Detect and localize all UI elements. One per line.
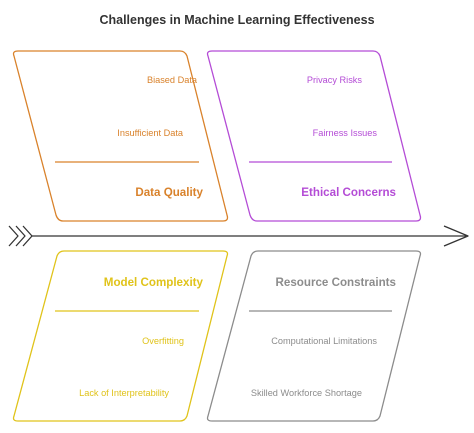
spine-tail-chevron-1	[8, 225, 19, 247]
ethical-concerns-cause-2: Fairness Issues	[313, 128, 378, 138]
diagram-title: Challenges in Machine Learning Effective…	[99, 13, 374, 27]
bone-data-quality: Biased Data Insufficient Data Data Quali…	[12, 50, 229, 222]
bone-resource-constraints: Resource Constraints Computational Limit…	[206, 250, 422, 422]
ethical-concerns-frame	[206, 50, 422, 222]
resource-constraints-label: Resource Constraints	[276, 276, 396, 289]
resource-constraints-cause-1: Computational Limitations	[271, 336, 377, 346]
data-quality-cause-2: Insufficient Data	[117, 128, 184, 138]
resource-constraints-cause-2: Skilled Workforce Shortage	[251, 388, 362, 398]
bone-model-complexity: Model Complexity Overfitting Lack of Int…	[12, 250, 229, 422]
ethical-concerns-label: Ethical Concerns	[301, 186, 396, 199]
spine-tail-chevron-2	[15, 225, 26, 247]
spine-arrowhead	[443, 225, 469, 247]
model-complexity-cause-1: Overfitting	[142, 336, 184, 346]
data-quality-label: Data Quality	[135, 186, 203, 199]
model-complexity-cause-2: Lack of Interpretability	[79, 388, 169, 398]
spine	[8, 225, 469, 247]
bone-ethical-concerns: Privacy Risks Fairness Issues Ethical Co…	[206, 50, 422, 222]
model-complexity-label: Model Complexity	[104, 276, 204, 289]
data-quality-cause-1: Biased Data	[147, 75, 198, 85]
data-quality-frame	[12, 50, 229, 222]
resource-constraints-frame	[206, 250, 422, 422]
spine-tail-chevron-3	[22, 225, 33, 247]
ethical-concerns-cause-1: Privacy Risks	[307, 75, 363, 85]
model-complexity-frame	[12, 250, 229, 422]
